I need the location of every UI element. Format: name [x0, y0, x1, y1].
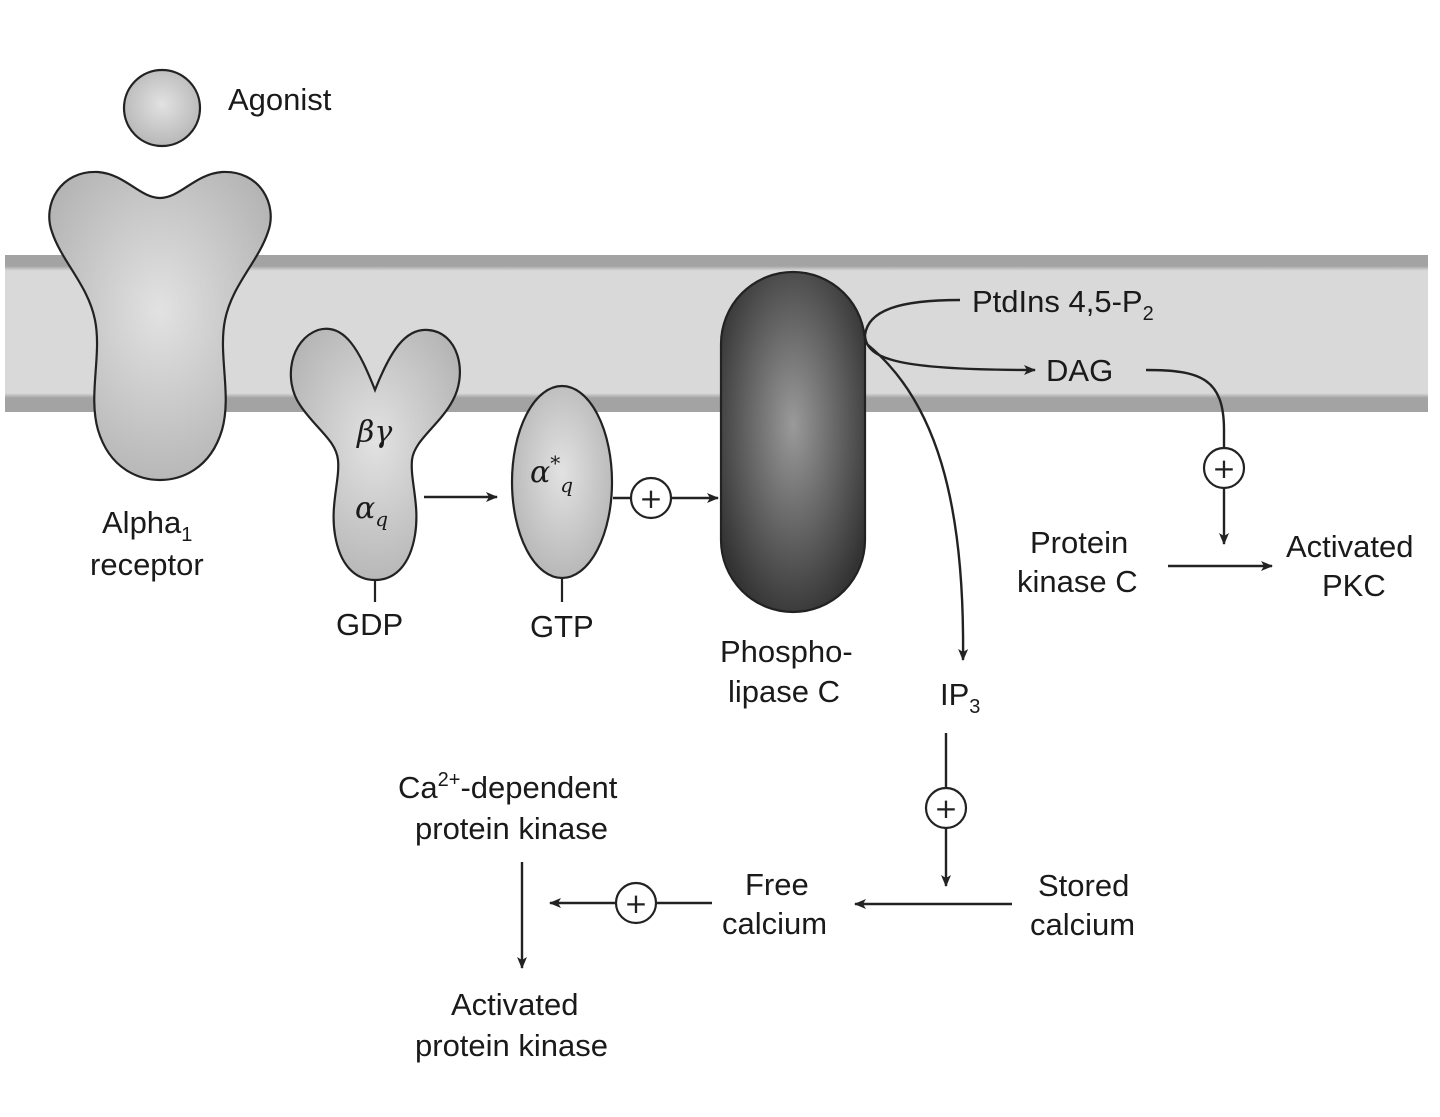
stored-calcium-line2: calcium: [1030, 907, 1135, 942]
activated-pkc-line2: PKC: [1322, 568, 1386, 603]
gdp-label: GDP: [336, 607, 403, 642]
gtp-label: GTP: [530, 609, 594, 644]
alpha-star-letter: α: [530, 455, 550, 490]
protein-kinase-c-line2: kinase C: [1017, 564, 1138, 599]
alpha-q-label: αq: [355, 491, 388, 531]
agonist-label: Agonist: [228, 82, 332, 117]
stored-calcium-line1: Stored: [1038, 868, 1129, 903]
alpha-star-subscript: q: [560, 473, 573, 497]
alpha1-receptor-shape: [48, 170, 272, 482]
free-calcium-line2: calcium: [722, 906, 827, 941]
dependent-text: -dependent: [460, 770, 617, 805]
ptdins-subscript: 2: [1143, 303, 1154, 325]
alpha-q-subscript: q: [375, 507, 388, 531]
phospholipase-label-line1: Phospho-: [720, 634, 853, 669]
ip3-text: IP: [940, 677, 969, 712]
ptdins-label: PtdIns 4,5-P2: [972, 284, 1154, 325]
beta-gamma-label: βγ: [356, 415, 392, 450]
alpha-star-q-label: α*q: [530, 451, 573, 497]
free-calcium-line1: Free: [745, 867, 809, 902]
protein-kinase-c-line1: Protein: [1030, 525, 1128, 560]
ca-superscript: 2+: [438, 769, 461, 791]
alpha1-text: Alpha: [102, 505, 182, 540]
phospholipase-label-line2: lipase C: [728, 674, 840, 709]
g-protein-complex-shape: [289, 327, 461, 582]
ip3-subscript: 3: [969, 696, 980, 718]
arrow-plc-to-ip3: [867, 344, 969, 661]
dag-label: DAG: [1046, 353, 1113, 388]
ptdins-text: PtdIns 4,5-P: [972, 284, 1143, 319]
alpha1-subscript: 1: [181, 524, 192, 546]
alpha1-receptor-label: Alpha1: [102, 505, 192, 546]
ca-dependent-kinase-line2: protein kinase: [415, 811, 608, 846]
plus-sign-calcium: +: [624, 887, 647, 920]
activated-protein-kinase-line1: Activated: [451, 987, 579, 1022]
phospholipase-c-shape: [719, 270, 867, 614]
plus-sign-alpha-plc: +: [639, 482, 662, 515]
plus-sign-ip3: +: [934, 792, 957, 825]
arrow-dag-down: [1145, 368, 1226, 448]
activated-pkc-line1: Activated: [1286, 529, 1414, 564]
receptor-label: receptor: [90, 547, 204, 582]
plus-sign-dag: +: [1212, 452, 1235, 485]
ptdins-curve: [863, 298, 1036, 375]
alpha-q-letter: α: [355, 491, 375, 526]
activated-protein-kinase-line2: protein kinase: [415, 1028, 608, 1063]
alpha-star-superscript: *: [550, 451, 560, 475]
agonist-ball: [122, 68, 202, 148]
ip3-label: IP3: [940, 677, 980, 718]
ca-dependent-kinase-line1: Ca2+-dependent: [398, 769, 618, 805]
ca-text: Ca: [398, 770, 438, 805]
